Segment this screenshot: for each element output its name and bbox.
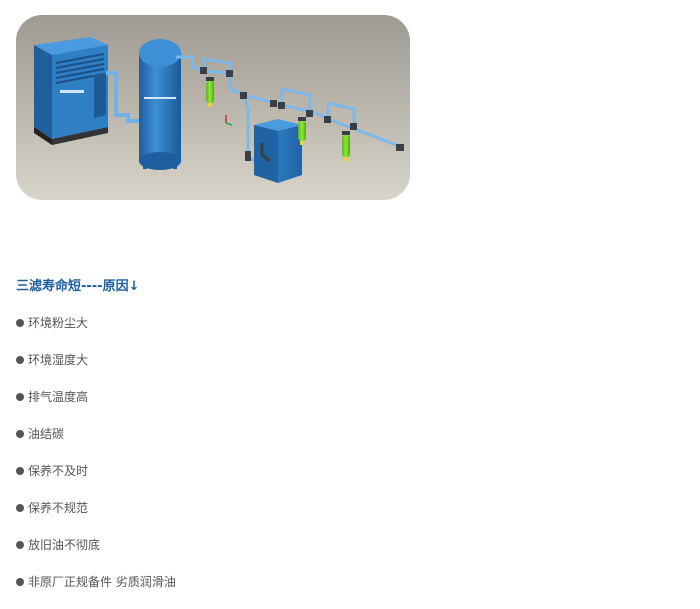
air-compressor-unit <box>34 37 108 145</box>
list-item: 环境粉尘大 <box>16 313 176 350</box>
compressor-system-illustration <box>16 15 410 200</box>
bullet-icon <box>16 541 24 549</box>
list-item: 排气温度高 <box>16 387 176 424</box>
cause-text: 保养不及时 <box>28 464 89 478</box>
bullet-icon <box>16 393 24 401</box>
cause-text: 环境粉尘大 <box>28 316 89 330</box>
list-item: 保养不及时 <box>16 461 176 498</box>
bullet-icon <box>16 356 24 364</box>
list-item: 油结碳 <box>16 424 176 461</box>
bullet-icon <box>16 504 24 512</box>
list-item: 非原厂正规备件 劣质润滑油 <box>16 572 176 609</box>
cause-text: 保养不规范 <box>28 501 89 515</box>
compressor-system-drawing <box>16 15 410 200</box>
bullet-icon <box>16 430 24 438</box>
bullet-icon <box>16 319 24 327</box>
axis-gizmo <box>225 115 233 126</box>
bullet-icon <box>16 467 24 475</box>
precision-filters <box>206 77 350 161</box>
cause-text: 环境湿度大 <box>28 353 89 367</box>
cause-text: 非原厂正规备件 劣质润滑油 <box>28 575 176 589</box>
list-item: 放旧油不彻底 <box>16 535 176 572</box>
cause-text: 排气温度高 <box>28 390 89 404</box>
cause-text: 放旧油不彻底 <box>28 538 101 552</box>
air-receiver-tank <box>139 39 181 170</box>
cause-text: 油结碳 <box>28 427 65 441</box>
refrigerated-dryer <box>254 119 302 183</box>
list-item: 保养不规范 <box>16 498 176 535</box>
outlet-pipe <box>106 71 144 123</box>
cause-list: 环境粉尘大 环境湿度大 排气温度高 油结碳 保养不及时 保养不规范 放旧油不彻底… <box>16 313 176 609</box>
list-item: 环境湿度大 <box>16 350 176 387</box>
bullet-icon <box>16 578 24 586</box>
section-heading: 三滤寿命短----原因↓ <box>16 279 140 294</box>
pipe-fittings <box>200 67 404 161</box>
